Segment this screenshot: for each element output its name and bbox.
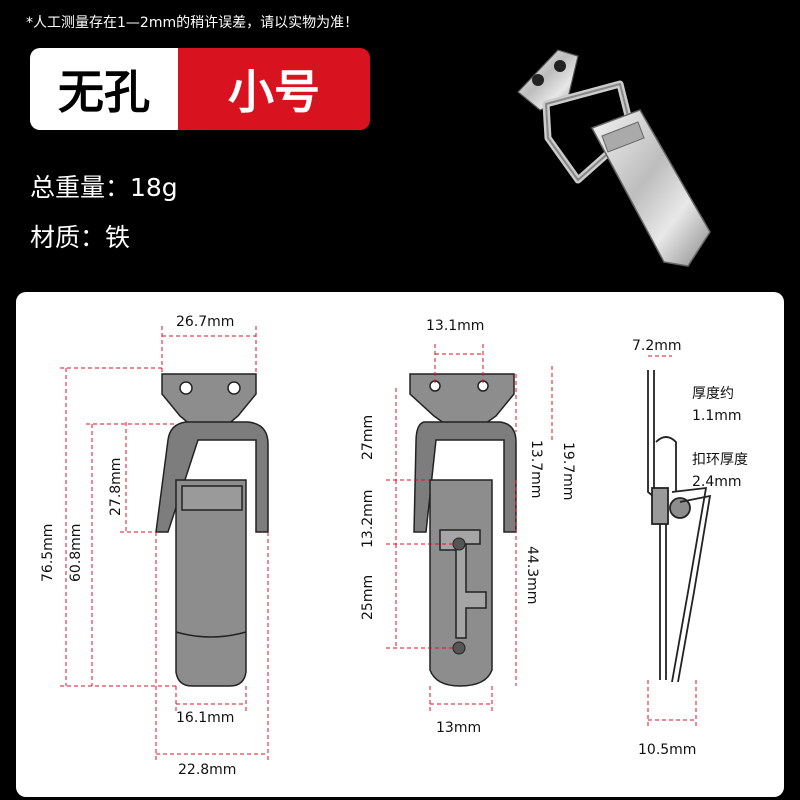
middle-view-latch — [409, 373, 517, 687]
thickness-value: 1.1mm — [692, 408, 742, 424]
dim-height-a: 13.7mm — [528, 440, 544, 498]
dim-inner-height: 60.8mm — [68, 524, 84, 582]
dim-side-top-width: 7.2mm — [632, 338, 682, 354]
dim-overall-height: 76.5mm — [40, 524, 56, 582]
side-view-latch — [647, 370, 712, 683]
dim-span-c: 25mm — [360, 575, 376, 620]
dimension-drawings: 26.7mm 76.5mm 60.8mm 27.8mm 16.1mm 22.8m… — [40, 314, 748, 778]
dim-span-a: 27mm — [360, 415, 376, 460]
dim-hole-spacing: 13.1mm — [426, 318, 484, 334]
measurement-notice: *人工测量存在1—2mm的稍许误差，请以实物为准！ — [26, 15, 359, 31]
latch-product-photo — [517, 49, 711, 267]
ring-thickness-label: 扣环厚度 — [692, 452, 748, 468]
dim-height-b: 19.7mm — [560, 442, 576, 500]
material-spec: 材质：铁 — [30, 223, 131, 252]
dimension-labels: 26.7mm 76.5mm 60.8mm 27.8mm 16.1mm 22.8m… — [40, 314, 748, 778]
dim-middle-bottom-width: 13mm — [436, 720, 481, 736]
dim-top-width: 26.7mm — [176, 314, 234, 330]
weight-spec: 总重量：18g — [30, 173, 178, 202]
no-hole-badge: 无孔 — [30, 48, 178, 130]
dimension-drawing-panel: 26.7mm 76.5mm 60.8mm 27.8mm 16.1mm 22.8m… — [16, 292, 784, 797]
dim-span-d: 44.3mm — [524, 546, 540, 604]
dim-side-bottom-width: 10.5mm — [638, 742, 696, 758]
left-view-latch — [155, 373, 269, 687]
size-small-badge: 小号 — [178, 48, 370, 130]
ring-thickness-value: 2.4mm — [692, 474, 742, 490]
dim-span-b: 13.2mm — [360, 490, 376, 548]
thickness-label: 厚度约 — [692, 386, 734, 402]
dim-loop-height: 27.8mm — [108, 458, 124, 516]
dim-bottom-width: 22.8mm — [178, 762, 236, 778]
dimension-lines — [60, 326, 697, 762]
dim-plate-width: 16.1mm — [176, 710, 234, 726]
